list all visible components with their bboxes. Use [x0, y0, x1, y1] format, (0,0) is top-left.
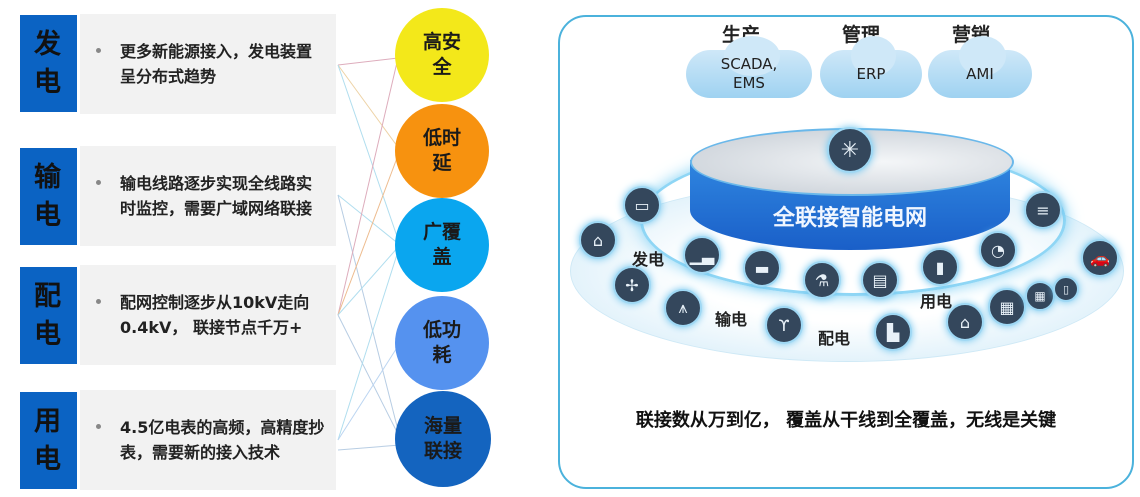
ring-label-distribution: 配电	[817, 329, 851, 348]
ring-label-consumption: 用电	[919, 292, 953, 311]
network-hub-icon: ✳	[827, 127, 873, 173]
segment-desc-generation: 更多新能源接入，发电装置呈分布式趋势	[80, 14, 336, 114]
smart-meter-icon: ◔	[979, 231, 1017, 269]
segment-desc-transmission: 输电线路逐步实现全线路实时监控，需要广域网络联接	[80, 146, 336, 246]
cloud-scada-ems: SCADA, EMS	[686, 36, 812, 98]
segment-tag-consumption: 用电	[20, 392, 77, 489]
requirement-high-security: 高安全	[395, 8, 489, 102]
segment-tag-generation: 发电	[20, 15, 77, 112]
solar-panel-small-icon: ▦	[1025, 281, 1055, 311]
charging-pile-icon: ▮	[921, 248, 959, 286]
transformer-icon: ▭	[623, 186, 661, 224]
transmission-tower-icon: ⩚	[664, 289, 702, 327]
requirement-massive-connection: 海量联接	[395, 391, 491, 487]
connection-lines	[337, 57, 400, 451]
requirement-wide-coverage: 广覆盖	[395, 198, 489, 292]
house-icon: ⌂	[946, 303, 984, 341]
requirement-low-latency: 低时延	[395, 104, 489, 198]
battery-storage-icon: ▤	[861, 261, 899, 299]
switch-device-icon: ▬	[743, 249, 781, 287]
electric-car-icon: 🚗	[1081, 239, 1119, 277]
ring-label-generation: 发电	[631, 250, 665, 269]
utility-pole-icon: ϒ	[765, 306, 803, 344]
solar-panel-icon: ▦	[988, 288, 1026, 326]
wind-turbine-icon: ✢	[613, 266, 651, 304]
signal-bars-icon: ▁▃	[683, 236, 721, 274]
factory-icon: ▙	[874, 313, 912, 351]
segment-desc-consumption: 4.5亿电表的高频，高精度抄表，需要新的接入技术	[80, 390, 336, 490]
meter-small-icon: ▯	[1053, 276, 1079, 302]
power-plant-icon: ⌂	[579, 221, 617, 259]
cloud-ami: AMI	[928, 36, 1032, 98]
segment-tag-distribution: 配电	[20, 267, 77, 364]
ring-label-transmission: 输电	[714, 310, 748, 329]
segment-desc-distribution: 配网控制逐步从10kV走向0.4kV， 联接节点千万+	[80, 265, 336, 365]
panel-footer: 联接数从万到亿， 覆盖从干线到全覆盖，无线是关键	[635, 410, 1057, 431]
lab-flask-icon: ⚗	[803, 261, 841, 299]
cable-icon: ≡	[1024, 191, 1062, 229]
platform-title: 全联接智能电网	[772, 206, 927, 231]
requirement-low-power: 低功耗	[395, 296, 489, 390]
segment-tag-transmission: 输电	[20, 148, 77, 245]
cloud-erp: ERP	[820, 36, 922, 98]
